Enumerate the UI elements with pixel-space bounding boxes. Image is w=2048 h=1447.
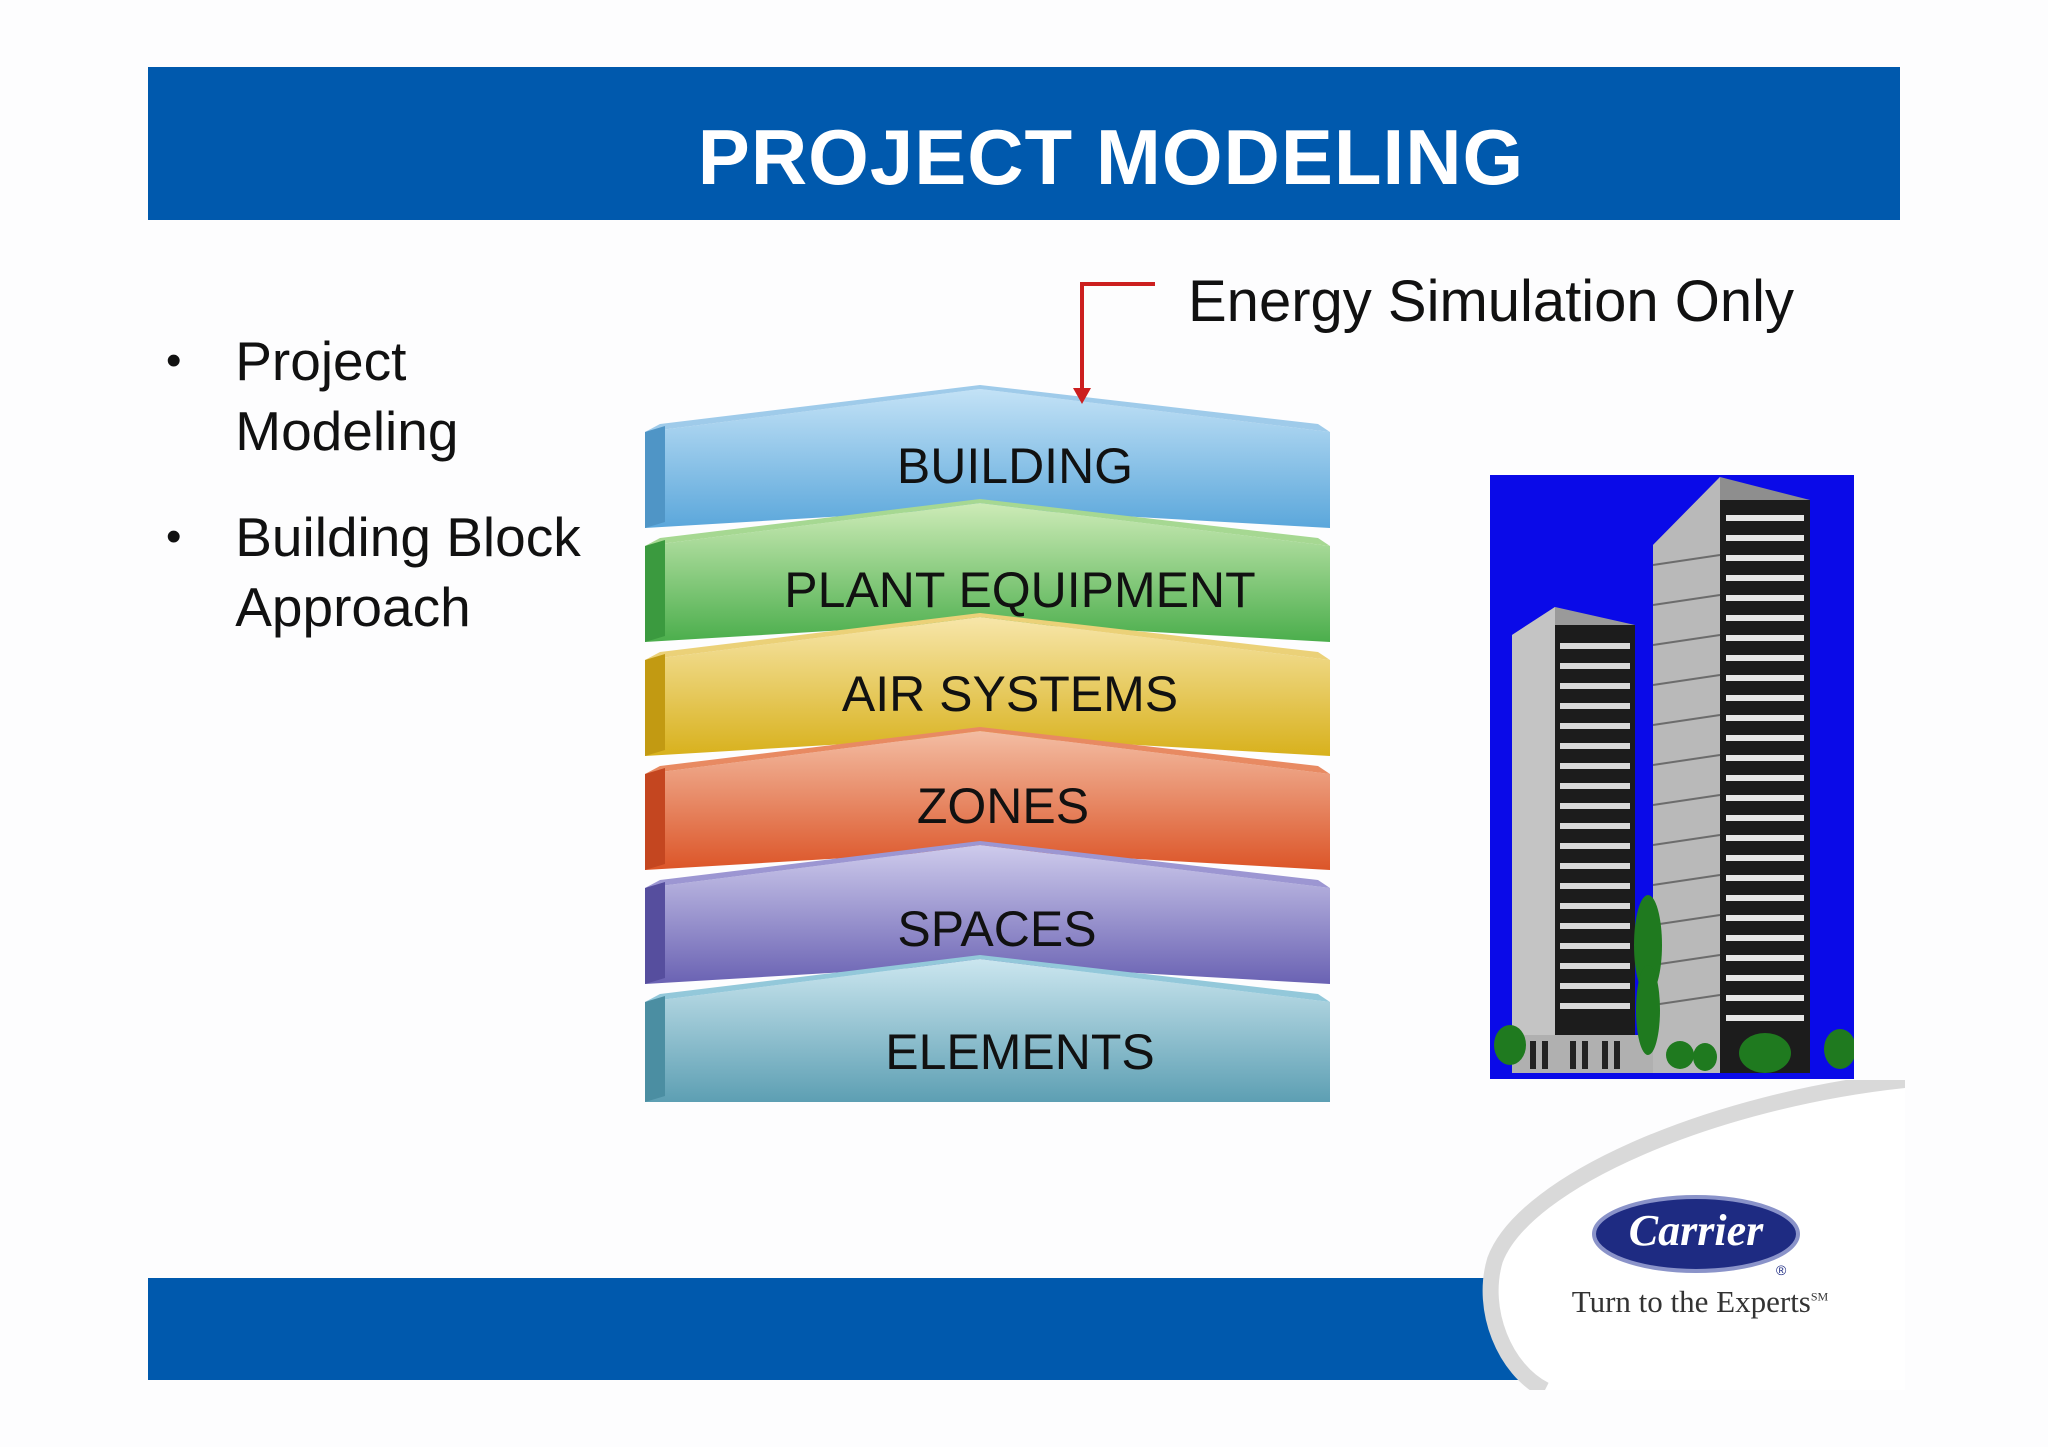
layer-building-block: [645, 389, 1330, 528]
logo-tagline: Turn to the ExpertsSM: [1540, 1284, 1860, 1320]
bullet-text: Project Modeling: [235, 330, 459, 462]
layer-label-zones: ZONES: [916, 778, 1090, 834]
trademark-mark: SM: [1810, 1289, 1829, 1304]
layer-spaces-block: [645, 845, 1330, 984]
layer-plant-equipment-block: [645, 503, 1330, 642]
carrier-logo-text: Carrier: [1628, 1206, 1764, 1255]
layer-label-spaces: SPACES: [897, 901, 1097, 957]
layer-zones-block: [645, 731, 1330, 870]
bullet-dot-icon: •: [166, 336, 182, 385]
bullet-text: Building Block Approach: [235, 506, 581, 638]
layer-air-systems-edge: [645, 654, 665, 756]
layer-label-air-systems: AIR SYSTEMS: [841, 666, 1179, 722]
energy-simulation-callout: Energy Simulation Only: [1188, 269, 1795, 334]
office-towers-image: [1490, 475, 1854, 1079]
layer-elements-edge: [645, 996, 665, 1102]
layer-label-building: BUILDING: [896, 438, 1134, 494]
registered-mark: ®: [1776, 1262, 1787, 1278]
layer-plant-equipment-edge: [645, 540, 665, 642]
callout-arrow-head-icon: [1073, 388, 1091, 404]
bullet-item: • Building Block Approach: [160, 502, 620, 642]
layer-building-edge: [645, 426, 665, 528]
bullet-item: • Project Modeling: [160, 326, 620, 466]
layer-label-plant-equipment: PLANT EQUIPMENT: [784, 562, 1256, 618]
layer-zones-edge: [645, 768, 665, 870]
tagline-text: Turn to the Experts: [1571, 1284, 1811, 1319]
bullet-dot-icon: •: [166, 512, 182, 561]
callout-arrow-line: [1080, 282, 1155, 392]
bullet-list: • Project Modeling • Building Block Appr…: [160, 326, 620, 678]
layer-spaces-edge: [645, 882, 665, 984]
carrier-logo-icon: [1592, 1195, 1800, 1273]
slide-title: PROJECT MODELING: [697, 113, 1525, 201]
layer-label-elements: ELEMENTS: [885, 1024, 1155, 1080]
layer-elements-block: [645, 959, 1330, 1102]
header-bar: [148, 67, 1900, 220]
layer-air-systems-block: [645, 617, 1330, 756]
